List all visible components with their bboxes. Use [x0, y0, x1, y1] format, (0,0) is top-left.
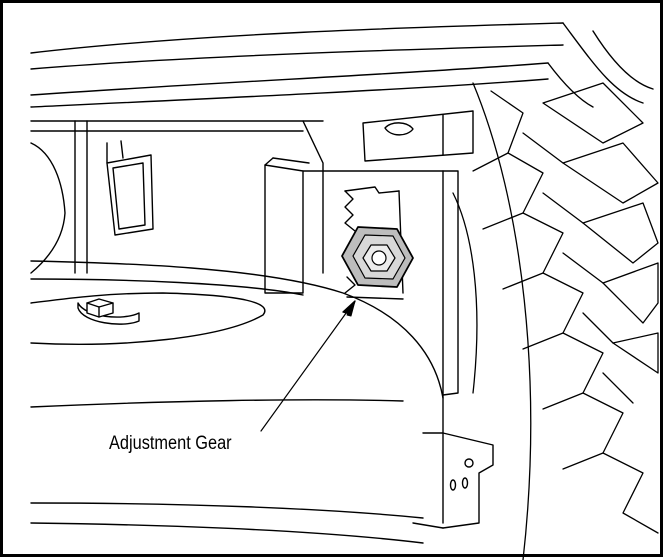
mower-deck-illustration — [30, 22, 659, 560]
frame-rail — [30, 120, 324, 274]
deck-bolt — [77, 298, 140, 325]
upper-bracket — [362, 110, 474, 162]
tire — [452, 82, 659, 560]
mower-deck — [30, 260, 444, 544]
spring-clip — [106, 140, 154, 236]
lower-bracket — [412, 432, 494, 529]
height-bracket — [264, 157, 459, 399]
callout-leader — [260, 300, 356, 432]
upper-body-lines — [30, 22, 654, 108]
adjustment-gear-label: Adjustment Gear — [109, 433, 232, 454]
hex-nut-icon — [341, 226, 414, 288]
